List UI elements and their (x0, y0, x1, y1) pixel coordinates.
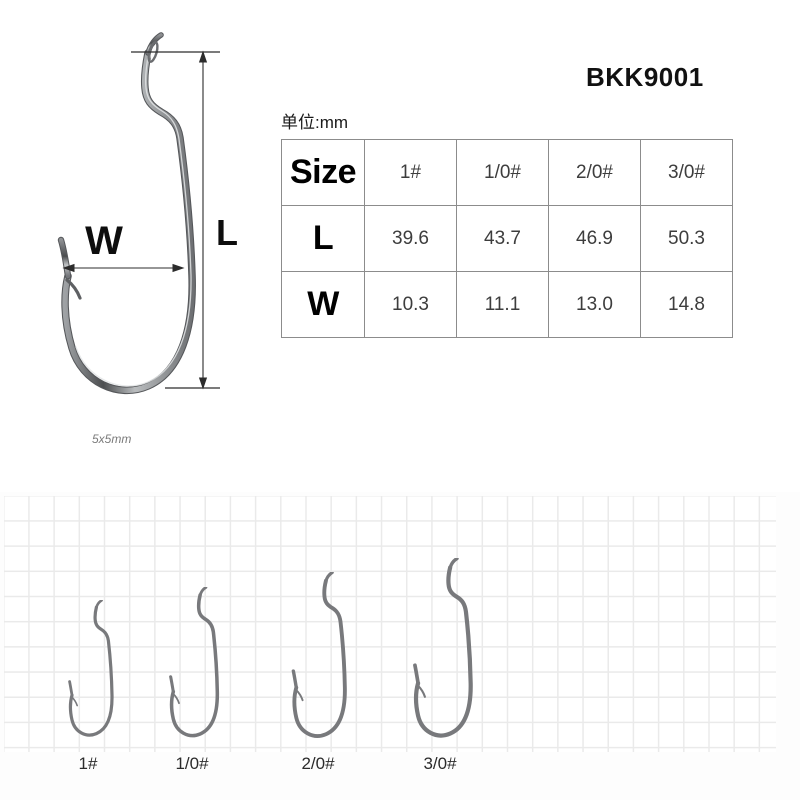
grid-paper-background (4, 496, 776, 752)
hook-sample-3 (288, 572, 358, 742)
table-row: W 10.3 11.1 13.0 14.8 (281, 271, 733, 338)
scale-caption: 5x5mm (92, 432, 132, 446)
hook-sample-label-3: 2/0# (301, 754, 335, 773)
row-header-length: L (281, 205, 365, 272)
hook-sample-label-1: 1# (78, 754, 98, 773)
hook-illustration (57, 32, 196, 394)
row-header-size: Size (281, 139, 365, 206)
unit-label: 单位:mm (281, 113, 349, 132)
size-cell-1: 1# (364, 139, 457, 206)
row-header-width: W (281, 271, 365, 338)
width-cell-3: 13.0 (548, 271, 641, 338)
size-cell-2: 1/0# (456, 139, 549, 206)
length-dimension-label: L (216, 212, 238, 253)
table-row: Size 1# 1/0# 2/0# 3/0# (281, 139, 733, 206)
length-cell-4: 50.3 (640, 205, 733, 272)
table-row: L 39.6 43.7 46.9 50.3 (281, 205, 733, 272)
hook-sample-4 (408, 558, 486, 742)
hook-sample-label-2: 1/0# (175, 754, 209, 773)
width-cell-4: 14.8 (640, 271, 733, 338)
length-cell-2: 43.7 (456, 205, 549, 272)
width-dimension-label: W (85, 219, 123, 263)
length-cell-1: 39.6 (364, 205, 457, 272)
width-cell-2: 11.1 (456, 271, 549, 338)
dimension-lines (62, 50, 220, 390)
page-title: BKK9001 (586, 62, 704, 92)
size-cell-4: 3/0# (640, 139, 733, 206)
size-comparison-panel: 1# 1/0# 2/0# (0, 492, 800, 800)
hook-technical-drawing: L W (20, 30, 270, 450)
width-cell-1: 10.3 (364, 271, 457, 338)
product-spec-panel: BKK9001 (20, 30, 733, 450)
hook-sample-2 (166, 587, 229, 741)
length-cell-3: 46.9 (548, 205, 641, 272)
size-specification-table: Size 1# 1/0# 2/0# 3/0# L 39.6 43.7 46.9 … (281, 139, 733, 338)
size-cell-3: 2/0# (548, 139, 641, 206)
hook-sample-1 (66, 600, 122, 740)
hook-sample-label-4: 3/0# (423, 754, 457, 773)
